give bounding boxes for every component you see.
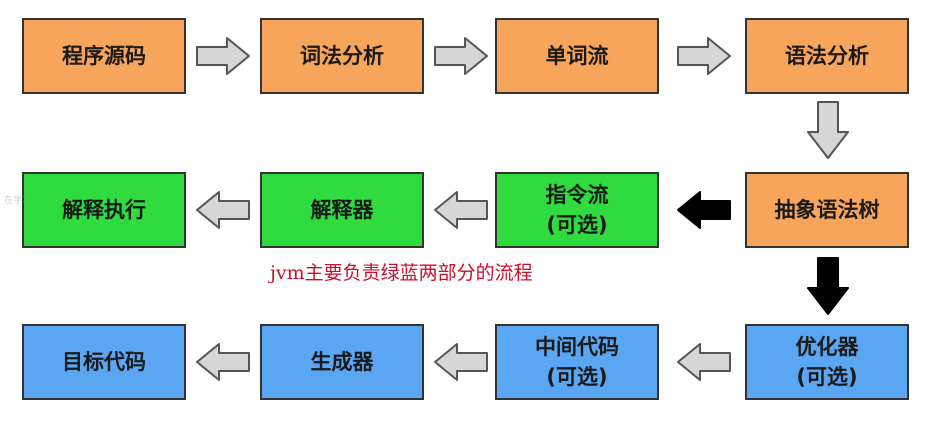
left-arrow-icon	[434, 343, 488, 381]
jvm-annotation: jvm主要负责绿蓝两部分的流程	[270, 262, 533, 284]
left-arrow-icon	[196, 343, 250, 381]
node-interpreter: 解释器	[260, 172, 424, 248]
watermark: 在学习	[4, 196, 32, 206]
node-instruction-stream: 指令流 (可选)	[495, 172, 659, 248]
node-abstract-syntax-tree: 抽象语法树	[745, 172, 909, 248]
left-arrow-icon	[196, 191, 250, 229]
node-source-code: 程序源码	[22, 18, 186, 94]
node-intermediate-code: 中间代码 (可选)	[495, 324, 659, 400]
node-target-code: 目标代码	[22, 324, 186, 400]
node-generator: 生成器	[260, 324, 424, 400]
right-arrow-icon	[434, 37, 488, 75]
node-optimizer: 优化器 (可选)	[745, 324, 909, 400]
right-arrow-icon	[196, 37, 250, 75]
left-arrow-icon	[434, 191, 488, 229]
node-interpret-execute: 解释执行	[22, 172, 186, 248]
left-arrow-icon	[677, 191, 731, 229]
down-arrow-icon	[807, 257, 849, 315]
node-token-stream: 单词流	[495, 18, 659, 94]
down-arrow-icon	[807, 101, 849, 159]
right-arrow-icon	[677, 37, 731, 75]
node-lexical-analysis: 词法分析	[260, 18, 424, 94]
node-syntax-analysis: 语法分析	[745, 18, 909, 94]
left-arrow-icon	[677, 343, 731, 381]
